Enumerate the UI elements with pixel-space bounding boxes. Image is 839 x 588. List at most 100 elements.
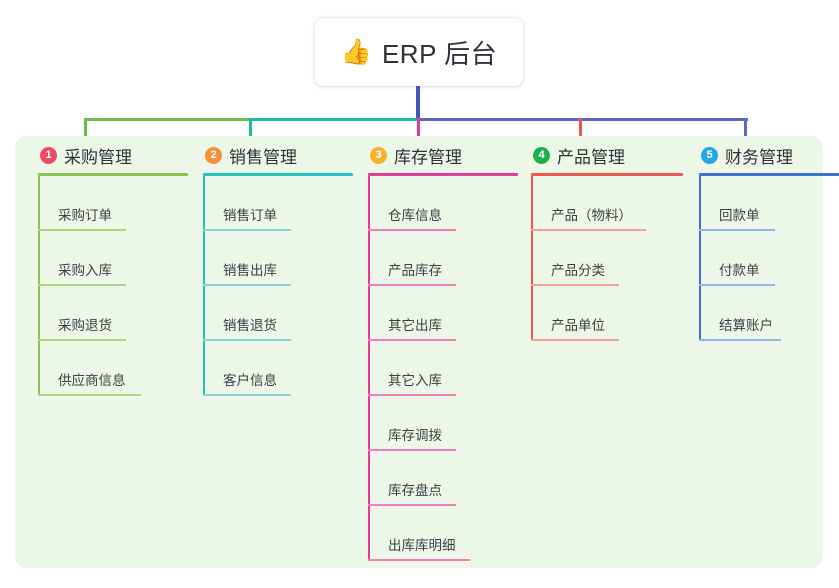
thumbs-up-icon: 👍 [340, 37, 372, 66]
leaf-underline [368, 284, 456, 286]
leaf-underline [699, 229, 775, 231]
branch-underline [38, 173, 188, 176]
bus-segment-1 [84, 118, 251, 121]
branch-number-badge: 1 [40, 146, 57, 164]
branch-children: 采购订单采购入库采购退货供应商信息 [38, 176, 188, 396]
leaf-label: 客户信息 [223, 373, 277, 388]
leaf-node[interactable]: 库存调拨 [368, 396, 518, 451]
leaf-label: 产品单位 [551, 318, 605, 333]
branches-panel [15, 136, 823, 568]
leaf-node[interactable]: 采购订单 [38, 176, 188, 231]
branch-underline [699, 173, 839, 176]
leaf-label: 其它入库 [388, 373, 442, 388]
leaf-node[interactable]: 产品（物料） [531, 176, 683, 231]
leaf-node[interactable]: 其它出库 [368, 286, 518, 341]
leaf-label: 仓库信息 [388, 208, 442, 223]
leaf-underline [38, 394, 141, 396]
branch-children: 回款单付款单结算账户 [699, 176, 839, 341]
leaf-node[interactable]: 回款单 [699, 176, 839, 231]
leaf-underline [531, 339, 619, 341]
leaf-label: 库存盘点 [388, 483, 442, 498]
leaf-label: 销售退货 [223, 318, 277, 333]
branch-children: 仓库信息产品库存其它出库其它入库库存调拨库存盘点出库库明细 [368, 176, 518, 561]
branch-drop-3 [417, 118, 420, 142]
leaf-node[interactable]: 销售出库 [203, 231, 353, 286]
leaf-node[interactable]: 其它入库 [368, 341, 518, 396]
root-node[interactable]: 👍 ERP 后台 [315, 18, 523, 86]
leaf-underline [368, 504, 456, 506]
branch-number-badge: 5 [701, 146, 718, 164]
branch-children: 产品（物料） 产品分类产品单位 [531, 176, 683, 341]
branch-children: 销售订单销售出库销售退货客户信息 [203, 176, 353, 396]
leaf-node[interactable]: 采购退货 [38, 286, 188, 341]
leaf-label: 库存调拨 [388, 428, 442, 443]
leaf-node[interactable]: 产品分类 [531, 231, 683, 286]
branch-title: 库存管理 [394, 147, 462, 167]
leaf-label: 销售订单 [223, 208, 277, 223]
branch-spine [699, 176, 701, 341]
leaf-underline [203, 229, 291, 231]
root-stem [416, 86, 420, 121]
branch-header-3[interactable]: 3 库存管理 [368, 142, 518, 168]
leaf-node[interactable]: 产品库存 [368, 231, 518, 286]
leaf-label: 产品（物料） [551, 208, 632, 223]
leaf-node[interactable]: 产品单位 [531, 286, 683, 341]
leaf-label: 产品分类 [551, 263, 605, 278]
branch-title: 采购管理 [64, 147, 132, 167]
leaf-underline [531, 229, 646, 231]
leaf-label: 产品库存 [388, 263, 442, 278]
leaf-underline [531, 284, 619, 286]
leaf-underline [203, 339, 291, 341]
leaf-node[interactable]: 供应商信息 [38, 341, 188, 396]
leaf-label: 采购入库 [58, 263, 112, 278]
branch-title: 财务管理 [725, 147, 793, 167]
leaf-underline [38, 284, 126, 286]
leaf-underline [699, 339, 781, 341]
leaf-underline [699, 284, 775, 286]
leaf-label: 出库库明细 [388, 538, 456, 553]
leaf-label: 采购退货 [58, 318, 112, 333]
leaf-underline [38, 229, 126, 231]
leaf-node[interactable]: 仓库信息 [368, 176, 518, 231]
leaf-underline [368, 394, 456, 396]
bus-segment-2 [250, 118, 420, 121]
leaf-node[interactable]: 库存盘点 [368, 451, 518, 506]
leaf-node[interactable]: 付款单 [699, 231, 839, 286]
leaf-node[interactable]: 销售订单 [203, 176, 353, 231]
branch-3: 3 库存管理仓库信息产品库存其它出库其它入库库存调拨库存盘点出库库明细 [368, 142, 518, 561]
leaf-node[interactable]: 出库库明细 [368, 506, 518, 561]
bus-segment-3 [418, 118, 748, 121]
branch-number-badge: 3 [370, 146, 387, 164]
leaf-underline [368, 339, 456, 341]
branch-underline [368, 173, 518, 176]
leaf-underline [368, 229, 456, 231]
leaf-label: 销售出库 [223, 263, 277, 278]
branch-title: 销售管理 [229, 147, 297, 167]
branch-header-1[interactable]: 1 采购管理 [38, 142, 188, 168]
branch-underline [203, 173, 353, 176]
leaf-label: 供应商信息 [58, 373, 126, 388]
branch-5: 5 财务管理回款单付款单结算账户 [699, 142, 839, 341]
branch-drop-4 [579, 118, 582, 142]
leaf-label: 其它出库 [388, 318, 442, 333]
branch-drop-5 [744, 118, 747, 142]
branch-drop-1 [84, 118, 87, 142]
leaf-underline [38, 339, 126, 341]
leaf-underline [203, 394, 291, 396]
branch-spine [203, 176, 205, 396]
branch-header-5[interactable]: 5 财务管理 [699, 142, 839, 168]
leaf-node[interactable]: 客户信息 [203, 341, 353, 396]
branch-drop-2 [249, 118, 252, 142]
leaf-node[interactable]: 结算账户 [699, 286, 839, 341]
branch-spine [531, 176, 533, 341]
leaf-node[interactable]: 采购入库 [38, 231, 188, 286]
leaf-node[interactable]: 销售退货 [203, 286, 353, 341]
branch-title: 产品管理 [557, 147, 625, 167]
leaf-label: 结算账户 [719, 318, 773, 333]
branch-spine [368, 176, 370, 561]
